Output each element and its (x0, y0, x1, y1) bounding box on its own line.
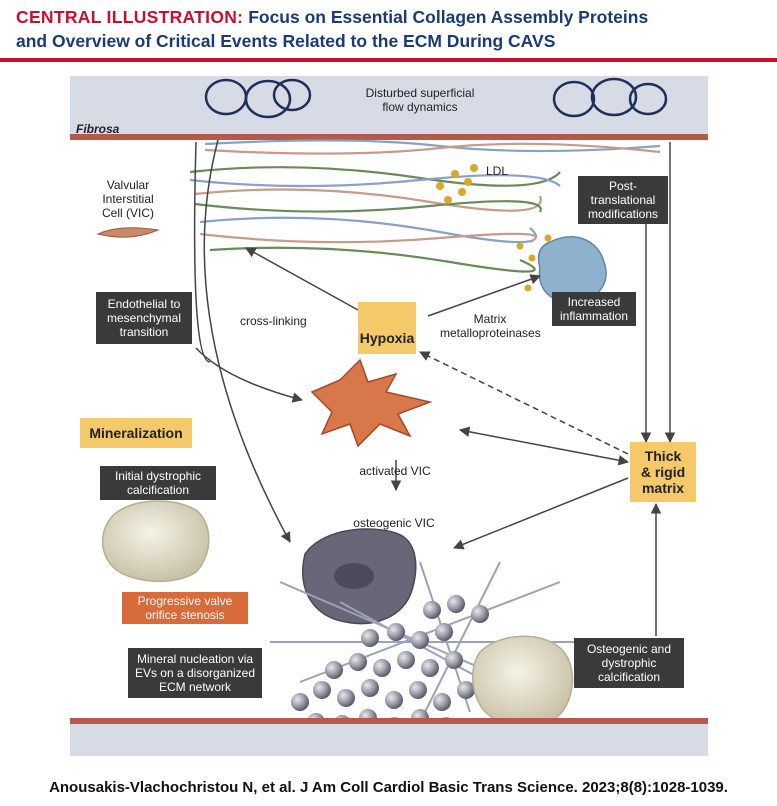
title-line-2: and Overview of Critical Events Related … (16, 31, 556, 51)
stenosis-line2: orifice stenosis (145, 608, 225, 622)
hypoxia-box: Hypoxia (358, 302, 416, 354)
inflammation-box: Increased inflammation (552, 292, 636, 326)
ptm-line2: translational (590, 193, 656, 207)
cross-linking-label: cross-linking (240, 314, 307, 328)
flow-vortex-icon (204, 77, 668, 119)
illustration-panel: Disturbed superficial flow dynamics Fibr… (0, 62, 777, 768)
nucleation-line1: Mineral nucleation via (136, 652, 254, 666)
mmp-label-line1: Matrix (473, 312, 507, 326)
ldl-label: LDL (486, 164, 509, 178)
emt-line2: mesenchymal (106, 311, 182, 325)
ptm-box: Post- translational modifications (578, 176, 668, 224)
flow-label: Disturbed superficial flow dynamics (330, 86, 510, 114)
nucleation-line2: EVs on a disorganized (134, 666, 256, 680)
osteogenic-calcification-nodule (472, 635, 574, 728)
inflammation-line2: inflammation (559, 309, 629, 323)
illustration-graphics (70, 76, 708, 756)
osteo-calc-line2: dystrophic (601, 656, 657, 670)
emt-line3: transition (119, 325, 169, 339)
initial-calcification-box: Initial dystrophic calcification (100, 466, 216, 500)
title-text-1: Focus on Essential Collagen Assembly Pro… (248, 7, 649, 27)
endothelium-bottom (70, 718, 708, 724)
ldl-particles (436, 164, 552, 292)
osteogenic-vic-nucleus (334, 563, 374, 589)
emt-box: Endothelial to mesenchymal transition (96, 292, 192, 344)
vic-label-line1: Valvular (106, 178, 150, 192)
vic-label-line3: Cell (VIC) (101, 206, 154, 220)
endothelium-top (70, 134, 708, 140)
bottom-band (70, 724, 708, 756)
thick-matrix-line1: Thick (644, 448, 682, 464)
stenosis-box: Progressive valve orifice stenosis (122, 592, 248, 624)
flow-label-line1: Disturbed superficial (365, 86, 475, 100)
stenosis-line1: Progressive valve (137, 594, 233, 608)
initial-calc-line2: calcification (126, 483, 190, 497)
mmp-label-line2: metalloproteinases (440, 326, 541, 340)
thick-matrix-box: Thick & rigid matrix (630, 442, 696, 502)
nucleation-box: Mineral nucleation via EVs on a disorgan… (128, 648, 262, 698)
figure-header: CENTRAL ILLUSTRATION: Focus on Essential… (0, 0, 777, 62)
flow-label-line2: flow dynamics (382, 100, 458, 114)
emt-line1: Endothelial to (107, 297, 181, 311)
inflammation-line1: Increased (567, 295, 621, 309)
osteogenic-calcification-box: Osteogenic and dystrophic calcification (574, 638, 684, 688)
activated-vic-label: activated VIC (359, 464, 431, 478)
mmp-label: Matrix metalloproteinases (440, 312, 541, 340)
collagen-fibers (189, 139, 661, 273)
flow-band (70, 76, 708, 134)
citation-footer: Anousakis-Vlachochristou N, et al. J Am … (49, 778, 728, 796)
mineralization-box: Mineralization (80, 418, 192, 448)
thick-matrix-line2: & rigid (640, 464, 686, 480)
title-line-1: CENTRAL ILLUSTRATION: Focus on Essential… (16, 7, 648, 28)
initial-calcification-nodule (101, 500, 210, 582)
fibrosa-label: Fibrosa (76, 122, 120, 136)
initial-calc-line1: Initial dystrophic (114, 469, 202, 483)
vic-label: Valvular Interstitial Cell (VIC) (78, 178, 178, 220)
osteo-calc-line1: Osteogenic and (586, 642, 672, 656)
process-arrows (193, 139, 676, 636)
vic-label-line2: Interstitial (102, 192, 154, 206)
ptm-line1: Post- (608, 179, 637, 193)
thick-matrix-line3: matrix (641, 480, 685, 496)
osteo-calc-line3: calcification (597, 670, 661, 684)
ptm-line3: modifications (587, 207, 659, 221)
nucleation-line3: ECM network (158, 680, 232, 694)
vic-cell-icon (96, 227, 160, 238)
osteogenic-vic-label: osteogenic VIC (353, 516, 435, 530)
activated-vic-icon (310, 358, 433, 448)
central-illustration-kicker: CENTRAL ILLUSTRATION: (16, 7, 244, 27)
